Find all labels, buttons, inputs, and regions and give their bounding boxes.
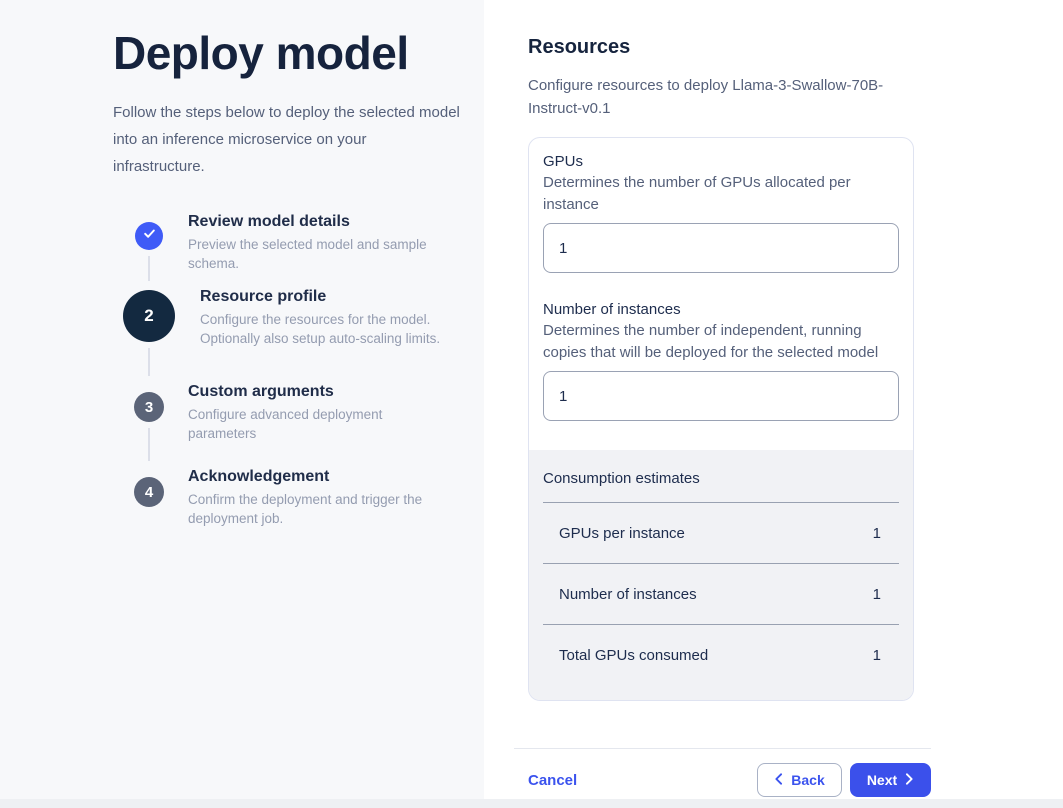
step-1-description: Preview the selected model and sample sc… [188,237,427,272]
page-title: Deploy model [113,27,409,79]
step-2-rail: 2 [110,287,188,382]
estimate-label: Number of instances [559,585,697,603]
step-3-circle: 3 [134,392,164,423]
wizard-intro-text: Follow the steps below to deploy the sel… [113,104,460,176]
resources-panel: Resources Configure resources to deploy … [484,0,1063,808]
estimate-row-gpus-per-instance: GPUs per instance 1 [543,503,899,564]
step-1-title: Review model details [188,213,350,231]
chevron-right-icon [905,772,914,788]
step-2-number: 2 [144,306,154,326]
step-acknowledgement[interactable]: 4 Acknowledgement Confirm the deployment… [110,467,458,542]
consumption-estimates-title: Consumption estimates [543,470,700,487]
step-4-rail: 4 [110,467,188,542]
gpus-field-label: GPUs [543,153,584,170]
gpus-input[interactable] [543,223,899,273]
instances-input[interactable] [543,371,899,421]
resources-heading: Resources [528,36,631,58]
step-4-circle: 4 [134,477,164,508]
step-4-title: Acknowledgement [188,468,330,486]
instances-field-description: Determines the number of independent, ru… [543,322,879,361]
estimate-label: Total GPUs consumed [559,647,709,664]
step-2-title: Resource profile [200,288,327,306]
step-2-description: Configure the resources for the model. O… [200,312,441,347]
estimate-label: GPUs per instance [559,524,685,542]
estimate-row-total-gpus-consumed: Total GPUs consumed 1 [543,625,899,686]
step-3-description: Configure advanced deployment parameters [188,407,383,442]
cancel-link[interactable]: Cancel [528,771,578,789]
step-connector [148,256,150,282]
instances-field-group: Number of instances Determines the numbe… [543,300,899,421]
resources-subheading: Configure resources to deploy Llama-3-Sw… [528,77,884,117]
check-icon [143,227,156,245]
wizard-footer: Cancel Back Next [514,748,931,797]
step-3-title: Custom arguments [188,383,334,401]
window-bottom-edge [0,799,1063,808]
consumption-estimates-section: Consumption estimates GPUs per instance … [529,450,913,700]
step-3-rail: 3 [110,382,188,467]
step-1-completed-circle [135,222,163,251]
estimate-row-number-of-instances: Number of instances 1 [543,564,899,625]
step-custom-arguments[interactable]: 3 Custom arguments Configure advanced de… [110,382,458,467]
estimate-value: 1 [872,585,881,603]
resource-config-card: GPUs Determines the number of GPUs alloc… [528,137,914,701]
estimate-value: 1 [872,524,881,542]
back-button-label: Back [791,772,825,788]
estimate-value: 1 [872,647,881,664]
wizard-sidebar: Deploy model Follow the steps below to d… [0,0,484,808]
next-button-label: Next [866,772,898,788]
divider [543,502,899,503]
step-connector [148,428,150,462]
step-3-number: 3 [144,398,154,416]
step-review-model-details[interactable]: Review model details Preview the selecte… [110,212,458,287]
next-button[interactable]: Next [850,763,931,797]
step-4-number: 4 [144,483,154,501]
step-4-description: Confirm the deployment and trigger the d… [188,492,423,527]
back-button[interactable]: Back [757,763,842,797]
wizard-stepper: Review model details Preview the selecte… [110,212,458,542]
step-2-active-circle: 2 [123,290,175,343]
gpus-field-group: GPUs Determines the number of GPUs alloc… [543,152,899,273]
chevron-left-icon [774,772,783,788]
step-1-rail [110,212,188,287]
step-connector [148,348,150,377]
instances-field-label: Number of instances [543,301,681,318]
step-resource-profile[interactable]: 2 Resource profile Configure the resourc… [110,287,458,382]
gpus-field-description: Determines the number of GPUs allocated … [543,174,851,213]
